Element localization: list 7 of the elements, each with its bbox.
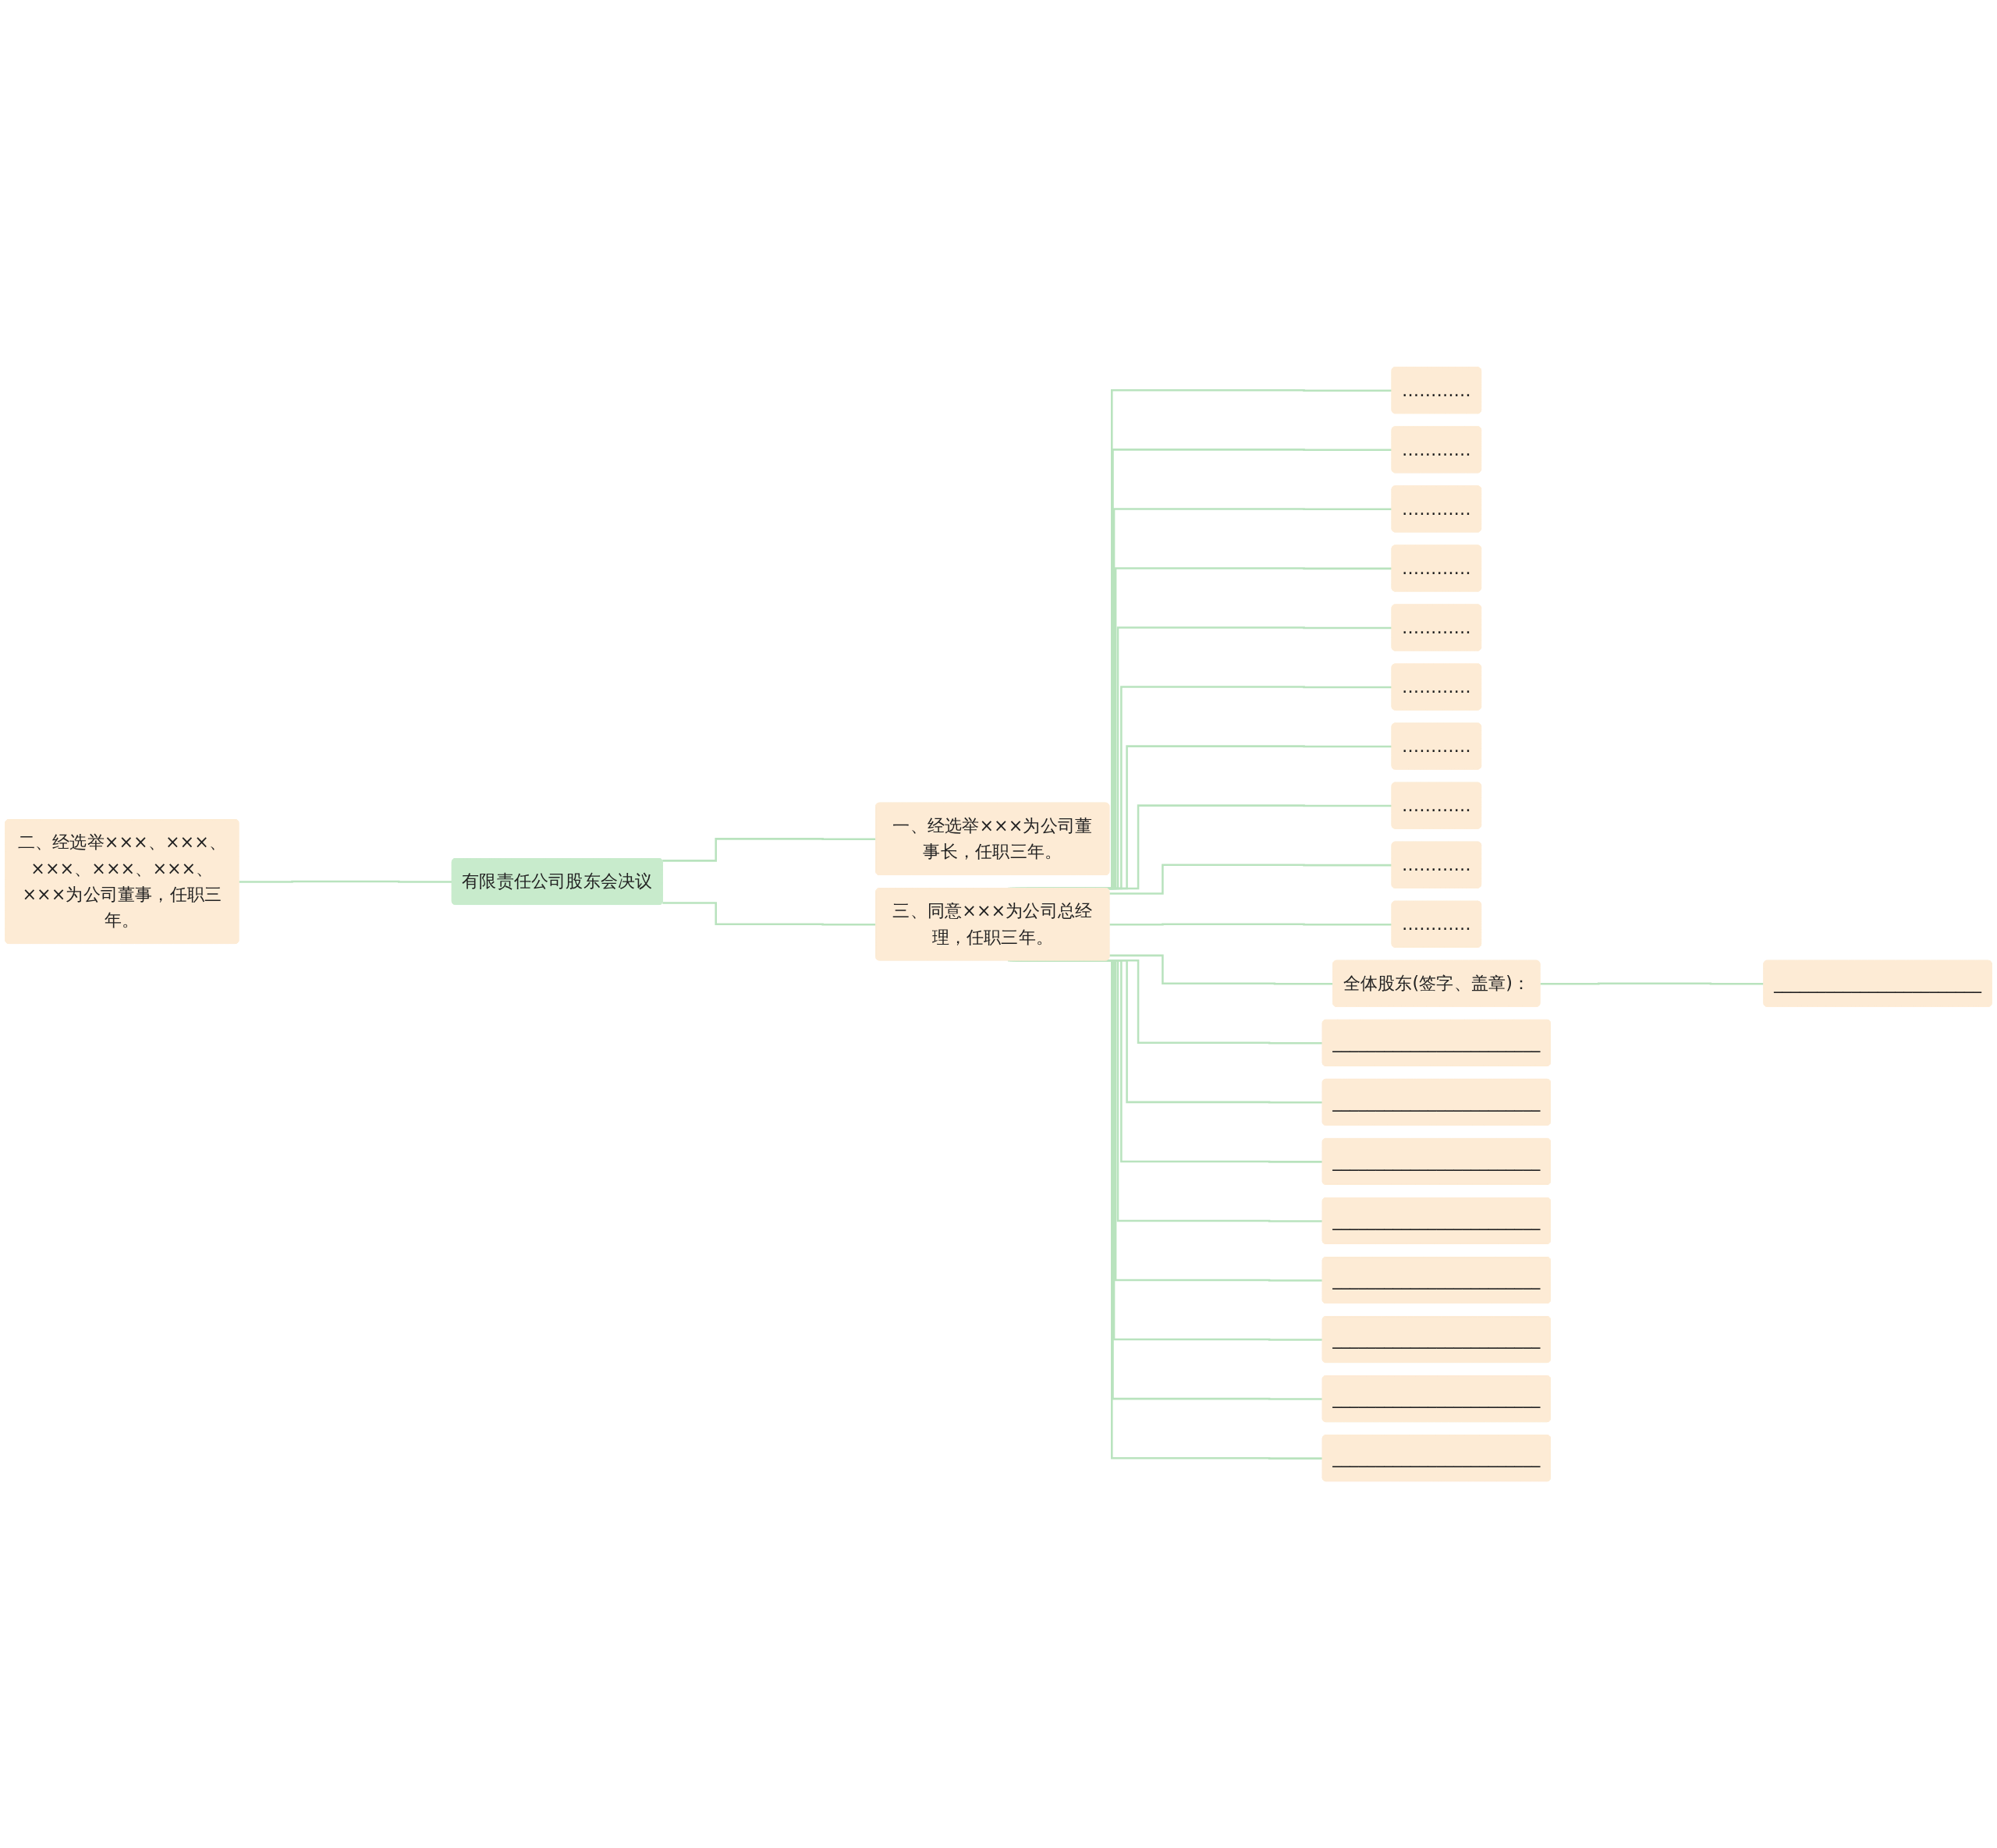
- connector: [662, 902, 877, 926]
- connector: [1109, 864, 1392, 895]
- connector: [239, 880, 452, 883]
- connector: [662, 837, 877, 862]
- connector: [1109, 923, 1392, 926]
- connector: [1109, 954, 1334, 985]
- connector: [1540, 982, 1765, 985]
